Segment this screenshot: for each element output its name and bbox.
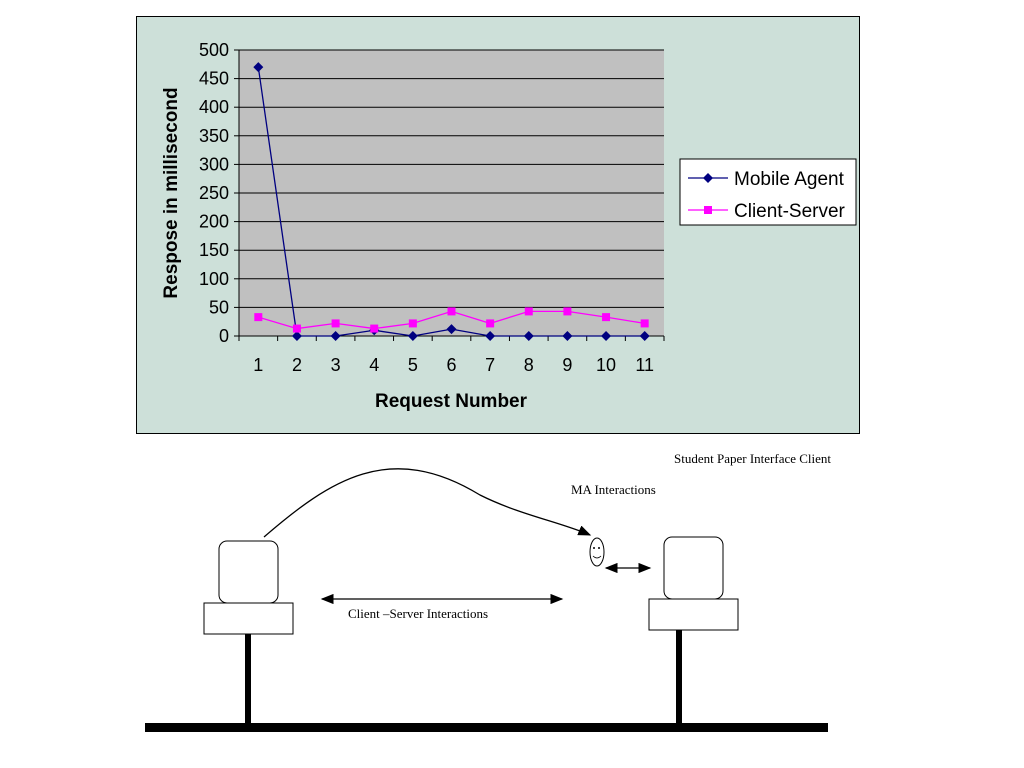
y-tick-label: 450 [199, 69, 229, 89]
data-point-marker [486, 319, 495, 328]
legend-marker [703, 173, 713, 183]
data-point-marker [292, 324, 301, 333]
client-network-line [245, 634, 251, 724]
server-computer [648, 536, 739, 723]
data-point-marker [254, 313, 263, 322]
data-point-marker [563, 307, 572, 316]
gridlines [239, 49, 664, 337]
data-point-marker [447, 307, 456, 316]
y-tick-label: 200 [199, 212, 229, 232]
data-point-marker [446, 324, 457, 335]
x-tick-label: 4 [369, 355, 379, 375]
data-point-marker [485, 331, 496, 341]
x-tick-labels: 1 2 3 4 5 6 7 8 9 10 11 [253, 355, 654, 375]
client-server-interactions-label: Client –Server Interactions [348, 606, 489, 621]
x-tick-label: 7 [485, 355, 495, 375]
y-tick-label: 500 [199, 40, 229, 60]
y-tick-label: 350 [199, 126, 229, 146]
x-axis-title: Request Number [375, 391, 528, 412]
student-interface-label: Student Paper Interface Client [674, 451, 832, 466]
y-tick-label: 400 [199, 97, 229, 117]
x-tick-label: 1 [253, 355, 263, 375]
legend-label: Mobile Agent [734, 169, 845, 190]
data-point-marker [601, 331, 612, 341]
data-point-marker [370, 324, 379, 333]
x-tick-label: 8 [524, 355, 534, 375]
data-point-marker [523, 331, 534, 341]
legend-marker [704, 206, 712, 214]
series-markers [253, 62, 650, 341]
data-point-marker [562, 331, 573, 341]
y-axis-title: Respose in millisecond [161, 87, 182, 298]
client-monitor [218, 540, 279, 604]
x-tick-label: 11 [635, 355, 654, 375]
data-point-marker [253, 62, 264, 73]
chart-panel: 0 50 100 150 200 250 300 350 400 450 500 1 2 3 4 5 6 7 8 9… [136, 16, 860, 434]
server-network-line [676, 630, 682, 723]
client-base [203, 602, 294, 635]
client-computer [203, 540, 294, 724]
ma-interactions-label: MA Interactions [571, 482, 656, 497]
y-tick-label: 250 [199, 183, 229, 203]
data-point-marker [330, 331, 341, 341]
network-bus [145, 723, 828, 732]
data-point-marker [524, 307, 533, 316]
y-tick-labels: 0 50 100 150 200 250 300 350 400 450 500 [199, 40, 229, 346]
y-tick-label: 0 [219, 326, 229, 346]
x-tick-label: 6 [446, 355, 456, 375]
y-tick-label: 300 [199, 154, 229, 174]
x-tick-label: 3 [331, 355, 341, 375]
server-base [648, 598, 739, 631]
x-tick-label: 10 [596, 355, 616, 375]
y-tick-label: 50 [209, 297, 229, 317]
data-point-marker [407, 331, 418, 341]
mobile-agent-smiley-icon [589, 537, 605, 567]
server-monitor [663, 536, 724, 600]
y-tick-label: 100 [199, 269, 229, 289]
data-point-marker [640, 319, 649, 328]
legend-label: Client-Server [734, 201, 846, 222]
y-tick-label: 150 [199, 240, 229, 260]
data-point-marker [602, 313, 611, 322]
x-tick-label: 5 [408, 355, 418, 375]
x-tick-label: 2 [292, 355, 302, 375]
line-chart: 0 50 100 150 200 250 300 350 400 450 500 1 2 3 4 5 6 7 8 9… [161, 40, 857, 412]
ma-migration-arrow [263, 468, 592, 538]
data-point-marker [291, 331, 302, 341]
x-tick-label: 9 [562, 355, 572, 375]
data-point-marker [331, 319, 340, 328]
data-point-marker [639, 331, 650, 341]
data-point-marker [408, 319, 417, 328]
